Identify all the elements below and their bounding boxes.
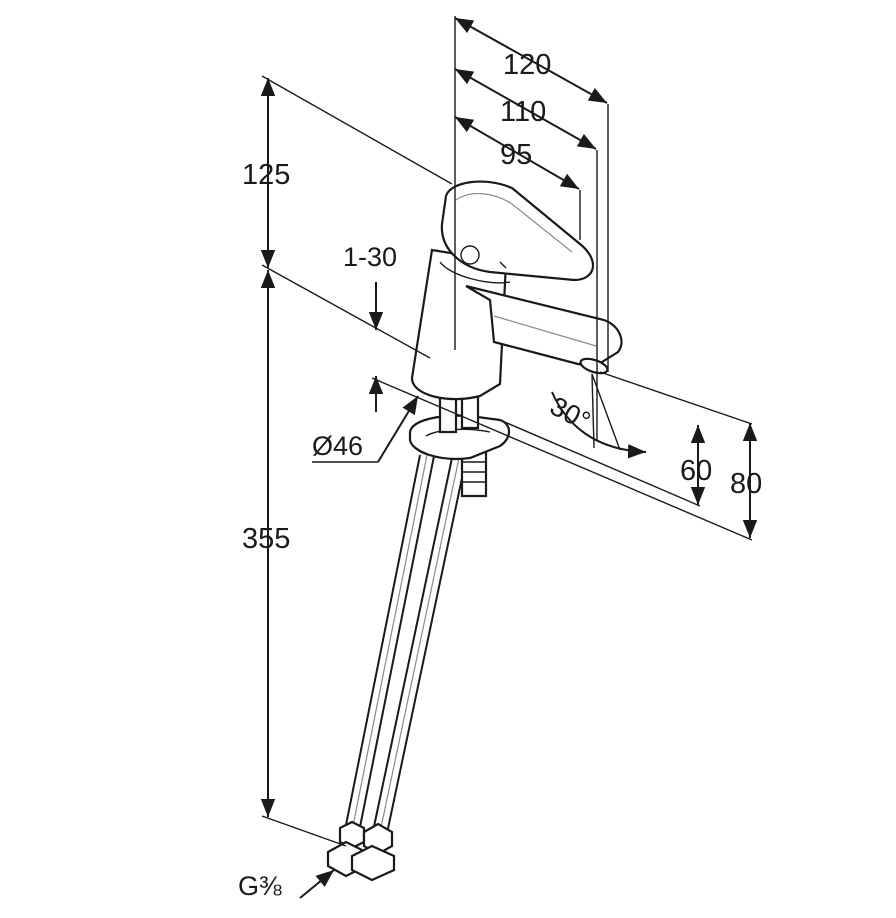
dim-110-label: 110 xyxy=(500,96,546,128)
dim-60-label: 60 xyxy=(680,455,712,487)
faucet xyxy=(326,180,623,882)
dim-30-degree-label: 30° xyxy=(545,391,595,437)
dim-1-30-label: 1-30 xyxy=(343,242,397,272)
dim-thread: G⅜ xyxy=(238,869,335,901)
dim-thread-label: G⅜ xyxy=(238,871,282,901)
dim-diameter-label: Ø46 xyxy=(312,431,363,461)
dim-spout-height: 60 80 xyxy=(499,371,762,538)
dim-95-label: 95 xyxy=(500,139,532,171)
hose-connectors xyxy=(326,820,396,882)
dim-angle: 30° xyxy=(545,373,647,459)
mounting-plate xyxy=(408,414,511,460)
dim-diameter: Ø46 xyxy=(312,395,419,463)
dim-125-label: 125 xyxy=(242,159,290,191)
dim-80-label: 80 xyxy=(730,468,762,500)
dim-width-group: 120 110 95 xyxy=(454,16,609,440)
faucet-column xyxy=(410,248,508,401)
dim-355-label: 355 xyxy=(242,523,290,555)
dim-height-group: 125 355 xyxy=(242,75,453,847)
dim-deck-thickness: 1-30 xyxy=(343,242,753,541)
supply-hoses xyxy=(344,454,467,839)
dim-120-label: 120 xyxy=(503,49,551,81)
